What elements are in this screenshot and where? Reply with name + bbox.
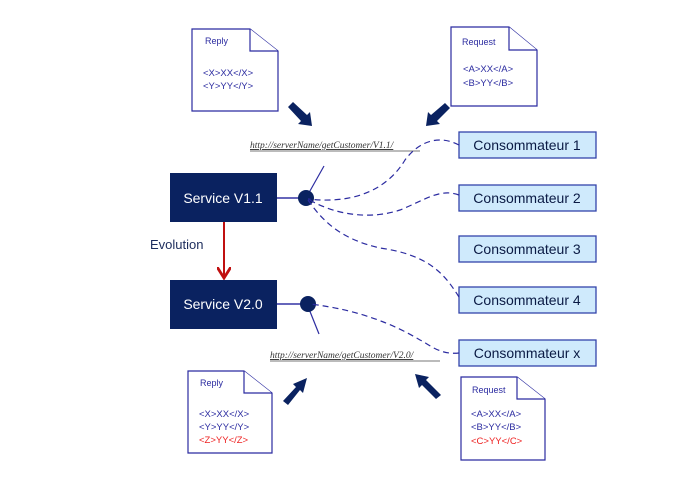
consumer-x-label: Consommateur x — [474, 345, 581, 361]
consumer-3-box[interactable] — [458, 235, 597, 263]
link-consumer-1-to-v11 — [307, 139, 460, 201]
endpoint-url-v20[interactable]: http://serverName/getCustomer/V2.0/ — [270, 351, 415, 361]
reply-v20-arrow-icon — [283, 378, 307, 405]
service-v11[interactable]: Service V1.1 — [170, 173, 277, 222]
reply-document-v20-line-1: <X>XX</X> — [199, 409, 250, 420]
reply-v11-arrow-icon — [288, 102, 312, 126]
reply-document-v11-line-1: <X>XX</X> — [203, 68, 254, 79]
evolution-label: Evolution — [150, 237, 203, 252]
consumer-3[interactable]: Consommateur 3 — [458, 235, 597, 263]
service-v20[interactable]: Service V2.0 — [170, 280, 277, 329]
request-document-v11-line-1: <A>XX</A> — [463, 64, 514, 75]
request-document-v20-line-3-new: <C>YY</C> — [471, 436, 523, 447]
request-document-v11-title: Request — [462, 37, 496, 47]
consumer-1-label: Consommateur 1 — [473, 137, 581, 153]
endpoint-url-v11[interactable]: http://serverName/getCustomer/V1.1/ — [250, 141, 395, 151]
reply-document-v11-title: Reply — [205, 36, 229, 46]
consumer-x-box[interactable] — [458, 339, 597, 367]
consumer-2-label: Consommateur 2 — [473, 190, 581, 206]
service-v11-box[interactable] — [170, 173, 277, 222]
link-consumer-2-to-v11 — [307, 192, 460, 216]
consumer-3-label: Consommateur 3 — [473, 241, 581, 257]
consumer-2[interactable]: Consommateur 2 — [458, 184, 597, 212]
service-v20-port[interactable] — [300, 296, 316, 312]
service-v20-label: Service V2.0 — [183, 296, 263, 312]
reply-document-v11-line-2: <Y>YY</Y> — [203, 81, 254, 92]
request-v20-arrow-icon — [415, 374, 441, 399]
consumer-4[interactable]: Consommateur 4 — [458, 286, 597, 314]
reply-document-v20-line-3-new: <Z>YY</Z> — [199, 435, 249, 446]
consumer-4-box[interactable] — [458, 286, 597, 314]
consumer-1[interactable]: Consommateur 1 — [458, 131, 597, 159]
link-consumer-x-to-v20 — [309, 303, 460, 354]
consumer-x[interactable]: Consommateur x — [458, 339, 597, 367]
request-document-v20-line-1: <A>XX</A> — [471, 409, 522, 420]
request-document-v11-line-2: <B>YY</B> — [463, 78, 514, 89]
request-document-v20-line-2: <B>YY</B> — [471, 422, 522, 433]
request-document-v20: Request <A>XX</A> <B>YY</B> <C>YY</C> — [460, 376, 546, 461]
consumer-2-box[interactable] — [458, 184, 597, 212]
request-v11-arrow-icon — [426, 103, 450, 126]
reply-document-v11: Reply <X>XX</X> <Y>YY</Y> — [191, 28, 279, 112]
service-v20-box[interactable] — [170, 280, 277, 329]
consumer-1-box[interactable] — [458, 131, 597, 159]
service-v11-port[interactable] — [298, 190, 314, 206]
reply-document-v20-line-2: <Y>YY</Y> — [199, 422, 250, 433]
service-v11-label: Service V1.1 — [183, 190, 263, 206]
request-document-v11: Request <A>XX</A> <B>YY</B> — [450, 26, 538, 107]
request-document-v20-title: Request — [472, 385, 506, 395]
link-consumer-4-to-v11 — [307, 199, 460, 298]
reply-document-v20-title: Reply — [200, 378, 224, 388]
consumer-4-label: Consommateur 4 — [473, 292, 581, 308]
reply-document-v20: Reply <X>XX</X> <Y>YY</Y> <Z>YY</Z> — [187, 370, 273, 454]
